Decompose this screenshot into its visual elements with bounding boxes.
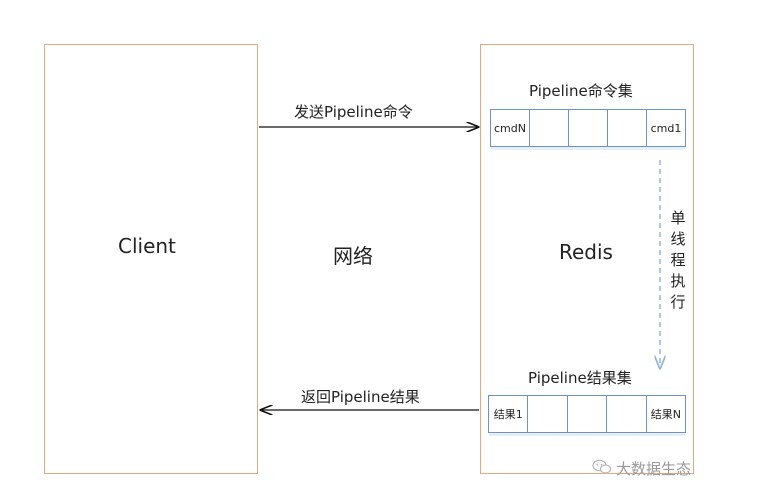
result-cell: 结果1 xyxy=(489,396,529,432)
watermark-text: 大数据生态 xyxy=(616,460,692,478)
result-cell xyxy=(568,396,608,432)
redis-label: Redis xyxy=(559,240,613,264)
network-label: 网络 xyxy=(333,244,373,268)
result-cell xyxy=(528,396,568,432)
client-label: Client xyxy=(118,234,176,258)
result-set-title: Pipeline结果集 xyxy=(528,369,632,387)
command-cell xyxy=(530,110,569,146)
return-arrow-label: 返回Pipeline结果 xyxy=(301,388,420,406)
command-cell: cmdN xyxy=(491,110,530,146)
client-box xyxy=(44,44,258,474)
wechat-icon xyxy=(592,459,612,479)
execution-label: 单线程执行 xyxy=(670,209,686,311)
watermark: 大数据生态 xyxy=(592,458,691,479)
result-set-cells: 结果1 结果N xyxy=(488,395,686,436)
result-cell xyxy=(607,396,647,432)
command-set-title: Pipeline命令集 xyxy=(529,82,633,100)
send-arrow-label: 发送Pipeline命令 xyxy=(294,103,413,121)
result-cell: 结果N xyxy=(650,408,681,421)
command-cell: cmd1 xyxy=(650,121,682,135)
command-cell xyxy=(569,110,608,146)
command-set-cells: cmdN cmd1 xyxy=(490,109,686,150)
command-cell xyxy=(608,110,647,146)
